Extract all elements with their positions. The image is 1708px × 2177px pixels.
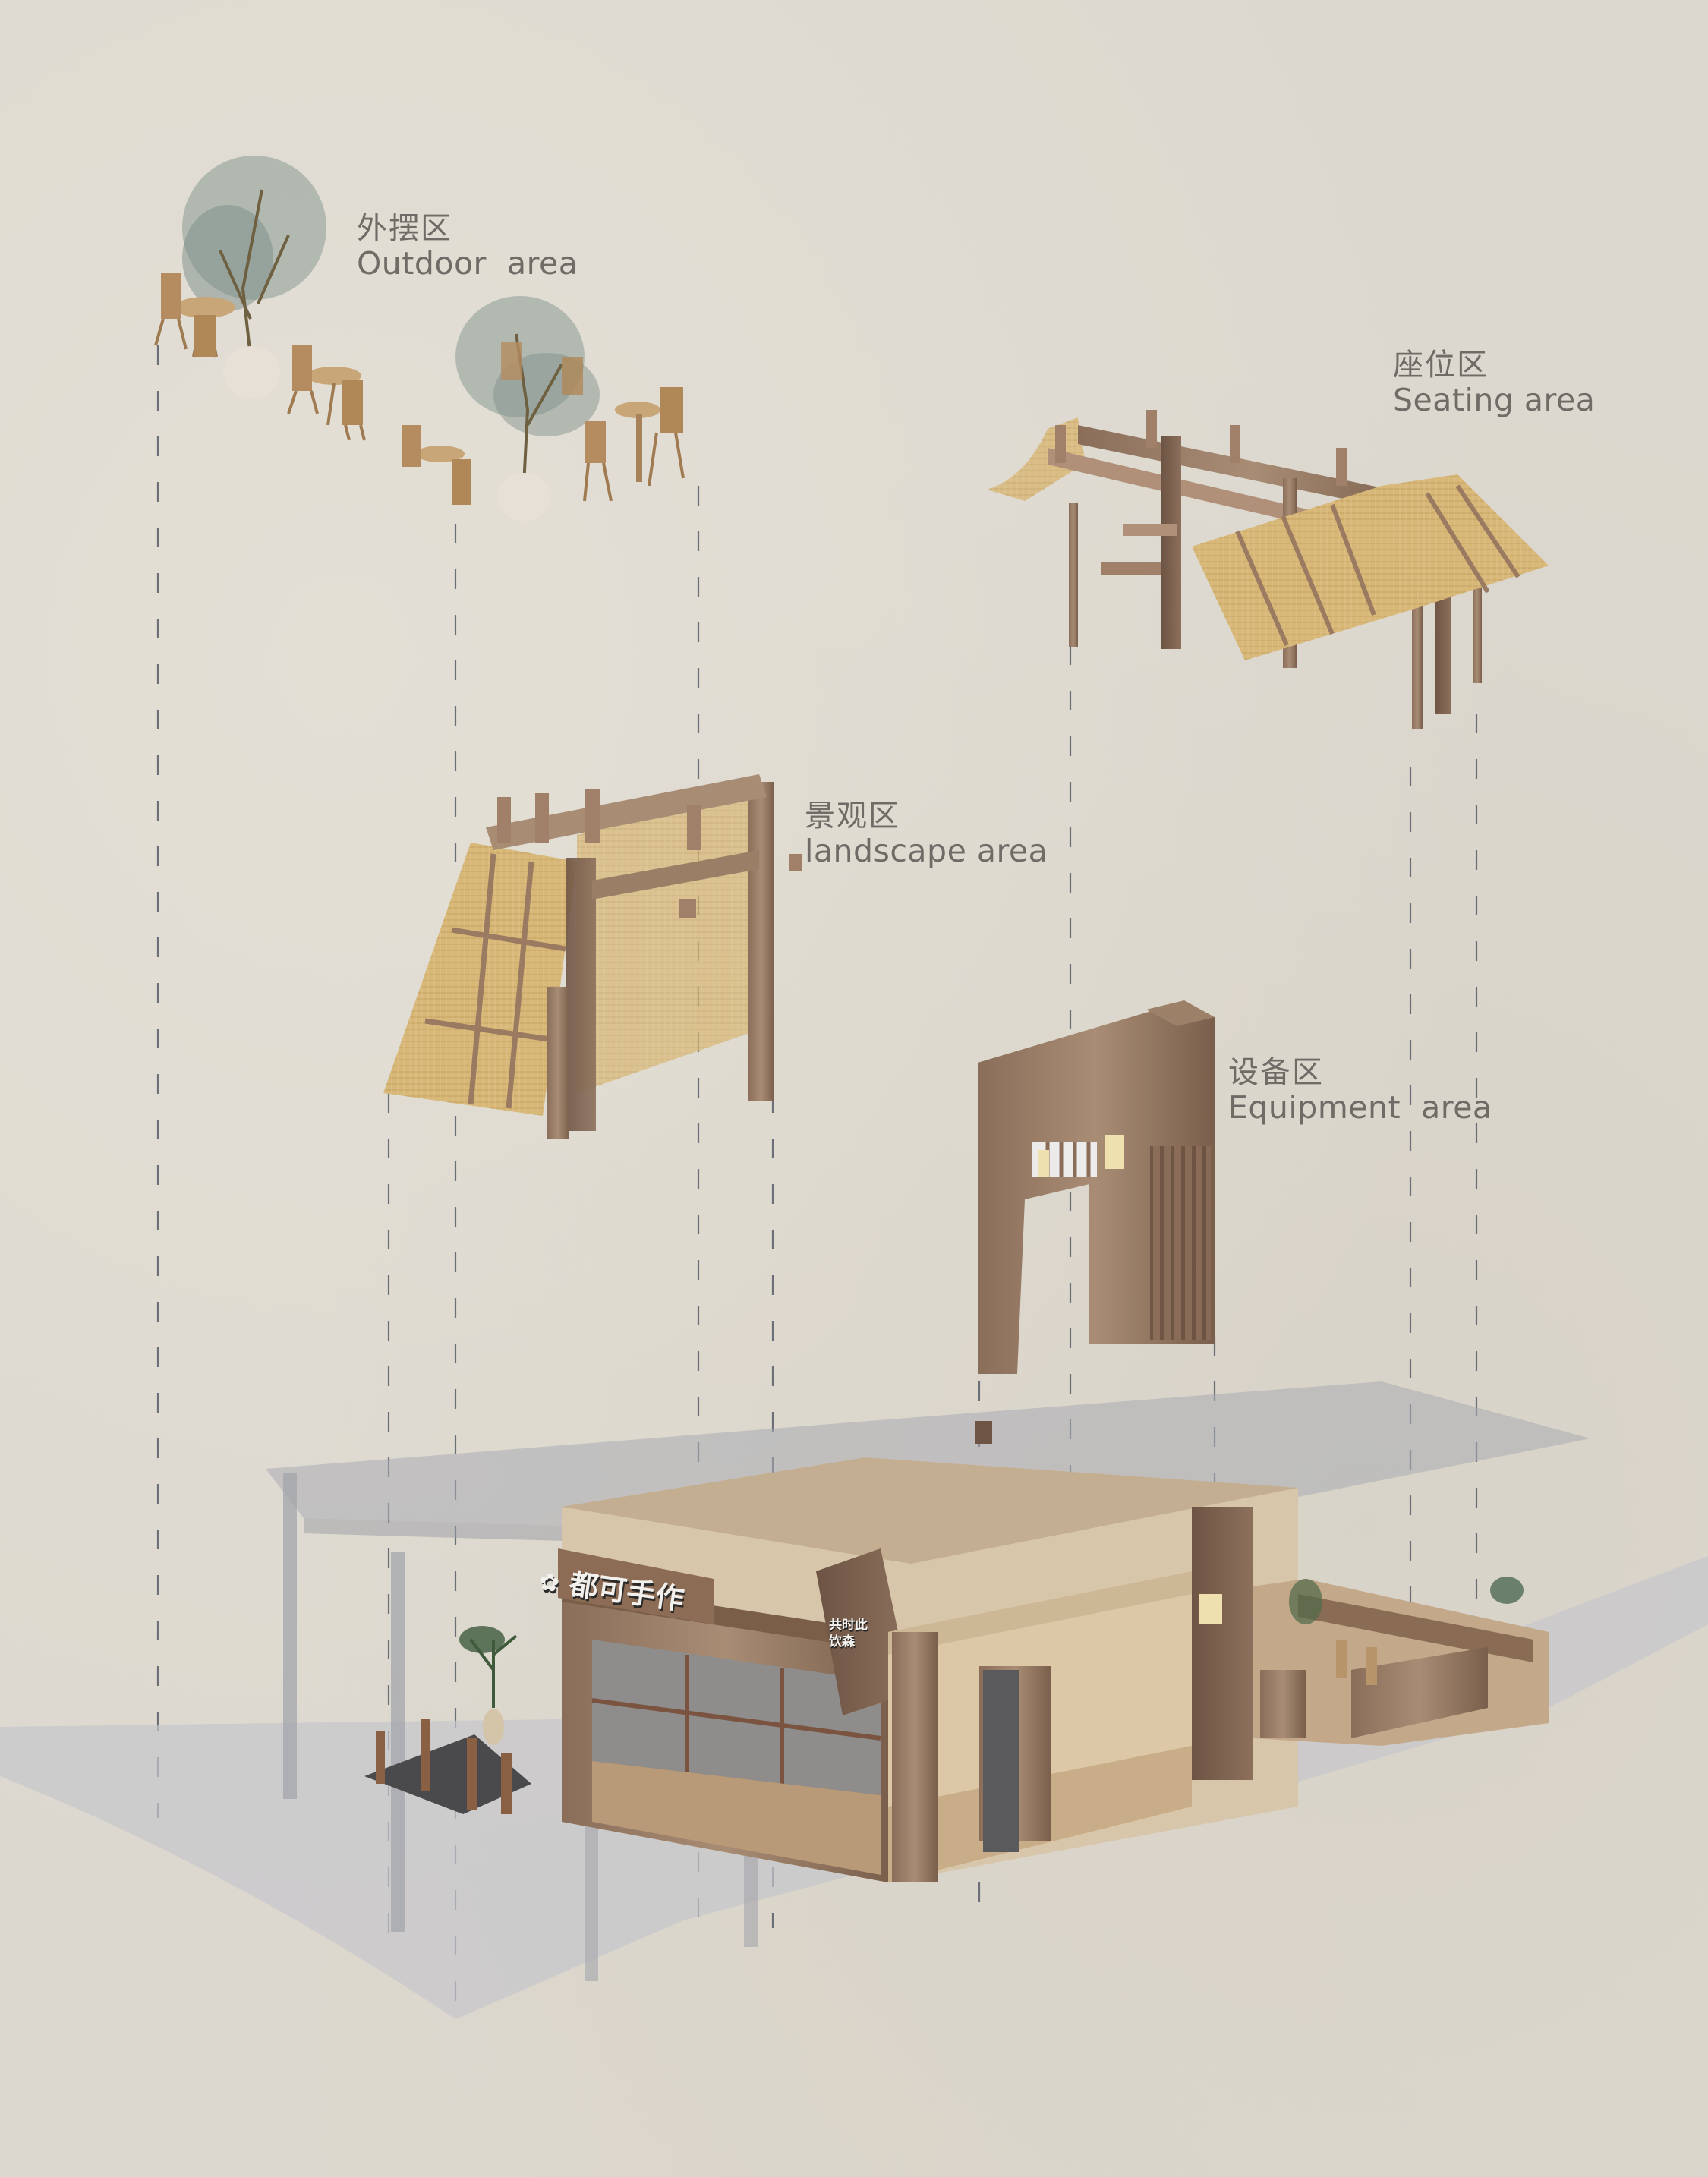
label-landscape-zh: 景观区: [805, 799, 900, 833]
label-landscape-area: 景观区 landscape area: [805, 799, 1048, 869]
label-seating-area: 座位区 Seating area: [1393, 348, 1595, 418]
label-seating-zh: 座位区: [1393, 348, 1489, 383]
equipment-area-structure: [978, 1000, 1215, 1374]
label-outdoor-en: Outdoor area: [357, 245, 578, 282]
logo-diamond-icon: ✿: [537, 1566, 562, 1599]
label-equipment-en: Equipment area: [1228, 1089, 1492, 1126]
label-equipment-area: 设备区 Equipment area: [1228, 1055, 1492, 1126]
label-outdoor-area: 外摆区 Outdoor area: [357, 211, 578, 282]
shop-side-sign: 共时此 饮森: [829, 1617, 874, 1650]
side-sign-text: 共时此 饮森: [829, 1618, 868, 1650]
seating-area-structure: [987, 410, 1549, 729]
label-seating-en: Seating area: [1393, 382, 1596, 418]
label-landscape-en: landscape area: [805, 833, 1048, 869]
outdoor-area-furniture: [154, 156, 685, 521]
landscape-area-structure: [383, 774, 802, 1139]
label-equipment-zh: 设备区: [1228, 1055, 1324, 1090]
base-building-group: [0, 1381, 1708, 2019]
label-outdoor-zh: 外摆区: [357, 211, 452, 246]
